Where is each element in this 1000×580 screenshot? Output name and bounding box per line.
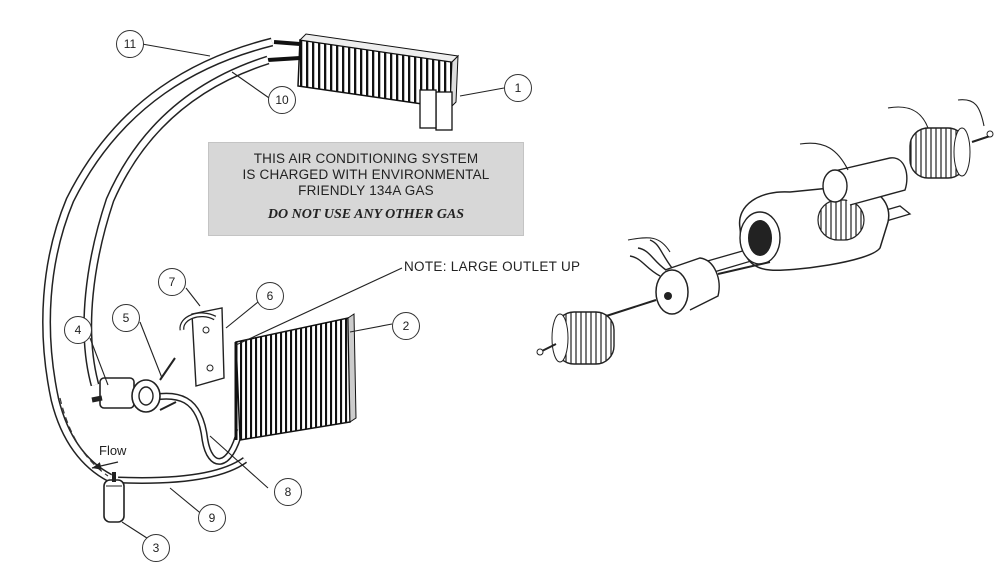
label-warning: DO NOT USE ANY OTHER GAS [267,207,465,222]
blower-motor [599,239,771,319]
right-blower-wheel [909,127,971,179]
callout-5: 5 [112,304,140,332]
callout-1: 1 [504,74,532,102]
left-blower-wheel [551,311,615,365]
condenser [234,313,357,441]
refrigerant-warning-label: THIS AIR CONDITIONING SYSTEM IS CHARGED … [208,142,524,236]
label-line-2: IS CHARGED WITH ENVIRONMENTAL [242,167,490,182]
flow-label: Flow [99,443,127,458]
callout-4: 4 [64,316,92,344]
label-line-1: THIS AIR CONDITIONING SYSTEM [253,151,479,166]
outlet-note: NOTE: LARGE OUTLET UP [404,259,581,274]
blower-assembly [536,99,994,365]
receiver-drier [103,472,125,523]
label-line-3: FRIENDLY 134A GAS [298,183,434,198]
callout-2: 2 [392,312,420,340]
refrigerant-hoses [42,37,274,484]
callout-leaders [89,43,505,541]
callout-3: 3 [142,534,170,562]
inner-blower-wheel [817,199,865,241]
callout-8: 8 [274,478,302,506]
callout-10: 10 [268,86,296,114]
evaporator-coil [267,33,460,131]
callout-7: 7 [158,268,186,296]
compressor-assembly [91,357,177,413]
callout-6: 6 [256,282,284,310]
callout-11: 11 [116,30,144,58]
callout-9: 9 [198,504,226,532]
mounting-bracket [179,307,225,387]
